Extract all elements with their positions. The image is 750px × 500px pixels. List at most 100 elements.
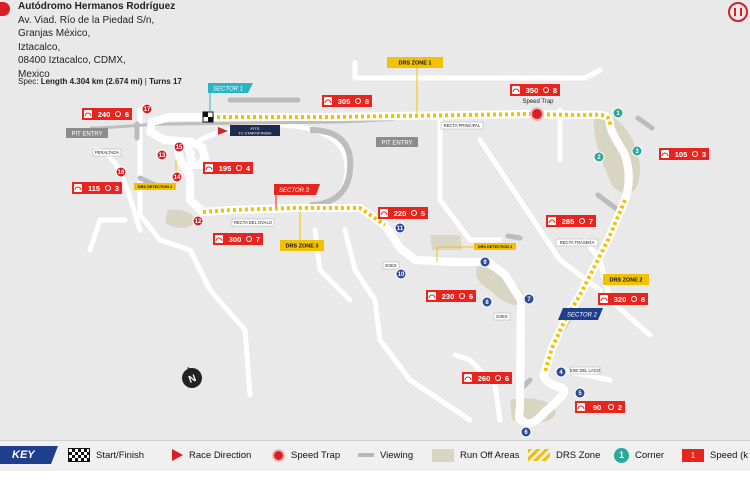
speed-gear: 8 xyxy=(641,295,645,304)
recta-principal-label: RECTA PRINCIPAL xyxy=(444,123,481,128)
drs-detection-1-label: DRS DETECTION 1 xyxy=(478,245,512,249)
recta-trasera-label: RECTA TRASERA xyxy=(560,240,595,245)
speed-kmh: 285 xyxy=(562,217,575,226)
circuit-name: Autódromo Hermanos Rodríguez xyxy=(18,1,176,12)
key-start-finish: Start/Finish xyxy=(68,441,144,469)
gear-icon xyxy=(579,218,585,224)
circuit-address: Autódromo Hermanos Rodríguez Av. Viad. R… xyxy=(18,0,175,81)
speed-kmh: 105 xyxy=(675,150,688,159)
speed-box: 220 5 xyxy=(378,207,428,219)
eses-label-1: ESES xyxy=(385,263,396,268)
speed-gear: 5 xyxy=(421,209,425,218)
corner-marker: 4 xyxy=(555,366,567,378)
speed-gear: 8 xyxy=(553,86,557,95)
corner-marker: 16 xyxy=(115,166,127,178)
drs-zone-3-label: DRS ZONE 3 xyxy=(285,244,318,250)
corner-number: 1 xyxy=(616,111,620,117)
key-viewing: Viewing xyxy=(358,441,413,469)
corner-number: 3 xyxy=(635,149,639,155)
corner-marker: 11 xyxy=(394,222,406,234)
circuit-spec: Spec: Length 4.304 km (2.674 mi) | Turns… xyxy=(18,77,182,86)
speedometer-icon xyxy=(464,376,472,381)
recta-ovalo-label: RECTA DEL OVALO xyxy=(234,220,273,225)
key-label: Start/Finish xyxy=(96,449,145,461)
map-key: KEY Start/Finish Race Direction Speed Tr… xyxy=(0,440,750,471)
circuit-map: PITS F1 START/FINISH Speed Trap SECTOR 1… xyxy=(66,57,709,438)
corner-marker: 8 xyxy=(481,296,493,308)
sector-1-flag: SECTOR 1 xyxy=(208,83,253,112)
speed-gear: 6 xyxy=(505,374,509,383)
corner-number: 10 xyxy=(398,272,405,278)
speed-kmh: 240 xyxy=(98,110,111,119)
speed-kmh: 195 xyxy=(219,164,232,173)
drs-zone-2-label: DRS ZONE 2 xyxy=(609,278,642,284)
speed-gear: 2 xyxy=(618,403,622,412)
speed-kmh: 230 xyxy=(442,292,455,301)
spec-label: Spec: xyxy=(18,77,39,86)
key-corner: 1 Corner xyxy=(614,441,664,469)
speed-box: 260 6 xyxy=(462,372,512,384)
address-line: Av. Viad. Río de la Piedad S/n, xyxy=(18,14,155,26)
drs-zone-1-label: DRS ZONE 1 xyxy=(398,61,431,67)
corner-number: 7 xyxy=(527,297,531,303)
corner-marker: 12 xyxy=(192,215,204,227)
speedometer-icon xyxy=(512,88,520,93)
address-line: 08400 Iztacalco, CDMX, xyxy=(18,55,126,66)
address-line: Iztacalco, xyxy=(18,41,61,53)
corner-number: 15 xyxy=(176,145,183,151)
run-off-icon xyxy=(432,448,454,462)
start-finish-line xyxy=(202,111,228,135)
road-labels: PIT ENTRY PIT ENTRY RECTA PRINCIPAL RECT… xyxy=(66,121,601,375)
speed-box: 285 7 xyxy=(546,215,596,227)
gear-icon xyxy=(236,165,242,171)
corner-number: 9 xyxy=(483,260,487,266)
corner-marker: 9 xyxy=(479,256,491,268)
corner-number: 12 xyxy=(195,219,202,225)
speedometer-icon xyxy=(205,166,213,171)
key-drs-zone: DRS Zone xyxy=(528,441,600,469)
pits-sublabel: F1 START/FINISH xyxy=(239,131,272,136)
corner-number: 16 xyxy=(118,170,125,176)
key-label: Speed (k xyxy=(710,449,749,461)
corner-marker: 6 xyxy=(520,426,532,438)
corner-marker: 5 xyxy=(574,387,586,399)
speed-icon: 1 xyxy=(682,448,704,462)
speed-gear: 4 xyxy=(246,164,251,173)
key-label: Race Direction xyxy=(189,449,252,461)
gear-icon xyxy=(608,404,614,410)
speedometer-icon xyxy=(428,294,436,299)
viewing-icon xyxy=(358,453,374,457)
speed-box: 350 8 xyxy=(510,84,560,96)
speed-gear: 3 xyxy=(702,150,706,159)
key-speed: 1 Speed (k xyxy=(682,441,748,469)
corner-number: 8 xyxy=(485,300,489,306)
speed-trap-marker: Speed Trap xyxy=(522,99,554,121)
speedometer-icon xyxy=(74,186,82,191)
corner-marker: 3 xyxy=(631,145,643,157)
ese-lago-label: ESE DEL LAGO xyxy=(570,368,601,373)
speed-kmh: 220 xyxy=(394,209,407,218)
speed-kmh: 260 xyxy=(478,374,491,383)
corner-icon: 1 xyxy=(614,447,629,463)
speed-kmh: 350 xyxy=(526,86,539,95)
speed-trap-label: Speed Trap xyxy=(522,99,554,105)
drs-detection-1-tag: DRS DETECTION 1 xyxy=(436,243,516,262)
gear-icon xyxy=(115,111,121,117)
direction-arrow-icon xyxy=(172,449,183,461)
key-run-off: Run Off Areas xyxy=(432,441,520,469)
eses-label-2: ESES xyxy=(496,314,507,319)
speed-gear: 7 xyxy=(589,217,593,226)
gear-icon xyxy=(355,98,361,104)
sector-2-label: SECTOR 2 xyxy=(567,313,598,319)
key-label: Corner xyxy=(635,449,665,461)
f1-logo-mark-right xyxy=(728,2,748,22)
address-line: Mexico xyxy=(18,68,50,80)
corner-number: 11 xyxy=(397,226,404,232)
speed-trap-icon xyxy=(272,448,285,462)
